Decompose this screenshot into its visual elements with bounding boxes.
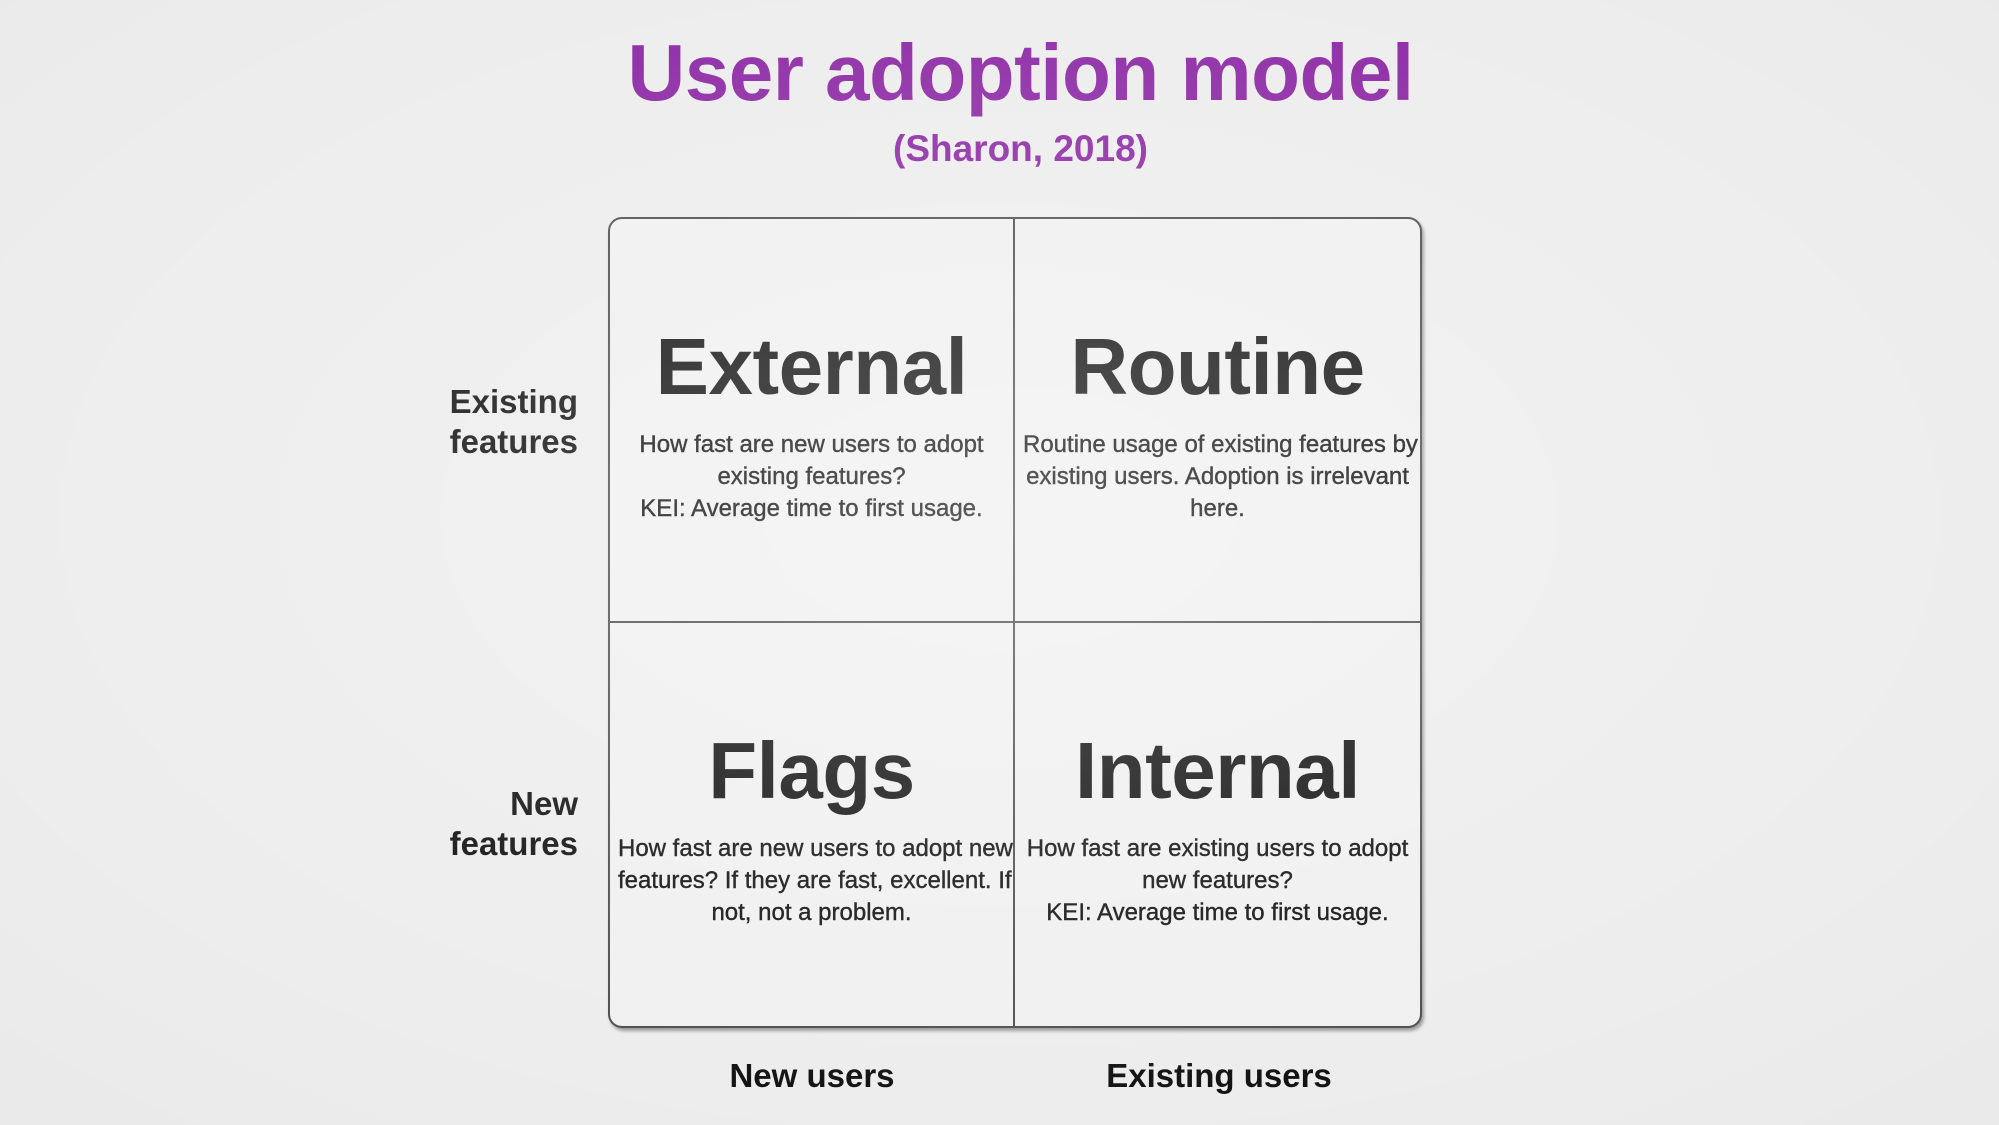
description-line: here. [1190,495,1245,522]
description-line: features? If they are fast, excellent. I… [618,866,1012,894]
quadrant-title: Flags [708,725,915,815]
description-line: How fast are new users to adopt [639,431,984,458]
quadrant-description: How fast are existing users to adopt new… [1023,833,1412,929]
quadrant-internal: Internal How fast are existing users to … [1015,623,1420,1027]
description-line: KEI: Average time to first usage. [1046,898,1389,926]
row-label-line: New [510,785,578,822]
col-label-new-users: New users [729,1057,895,1094]
description-line: How fast are new users to adopt new [618,834,1013,862]
description-line: existing users. Adoption is irrelevant [1026,463,1409,490]
description-line: KEI: Average time to first usage. [640,495,983,522]
quadrant-external: External How fast are new users to adopt… [610,219,1015,623]
description-line: Routine usage of existing features by [1023,431,1418,458]
quadrant-description: How fast are new users to adopt existing… [618,429,1005,525]
quadrant-title: Routine [1070,322,1365,411]
page-subtitle: (Sharon, 2018) [893,128,1148,169]
quadrant-description: Routine usage of existing features by ex… [1023,429,1418,525]
col-label-existing-users: Existing users [1106,1057,1332,1094]
quadrant-title: Internal [1075,725,1360,815]
row-label-line: features [449,825,578,862]
description-line: new features? [1142,866,1293,894]
row-label-line: Existing [449,383,578,420]
quadrant-description: How fast are new users to adopt new feat… [618,833,1013,929]
quadrant-flags: Flags How fast are new users to adopt ne… [610,622,1015,1026]
description-line: not, not a problem. [711,898,912,926]
row-label-line: features [449,423,578,460]
page-title: User adoption model [627,28,1414,117]
quadrant-matrix: External How fast are new users to adopt… [608,217,1422,1028]
row-label-new-features: New features [258,784,578,864]
description-line: existing features? [717,463,906,490]
quadrant-title: External [655,322,968,411]
row-label-existing-features: Existing features [258,382,578,462]
quadrant-routine: Routine Routine usage of existing featur… [1015,219,1420,623]
description-line: How fast are existing users to adopt [1026,834,1409,862]
